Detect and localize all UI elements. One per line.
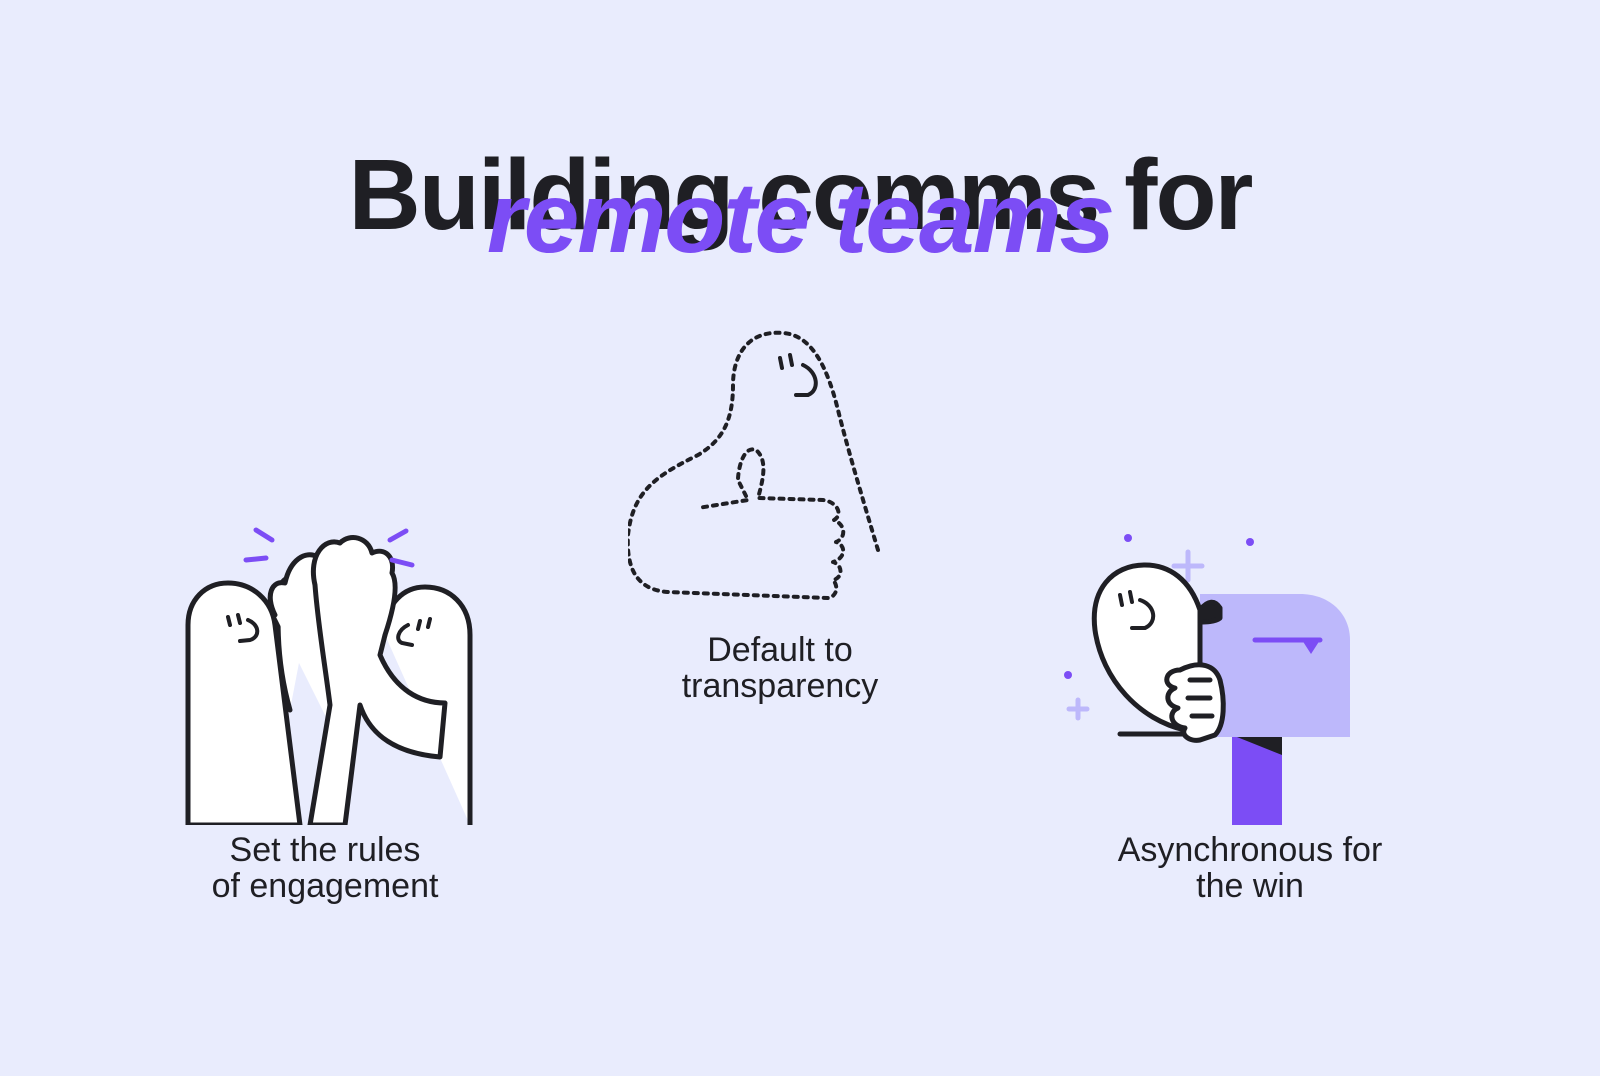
item-caption-line: of engagement	[211, 867, 439, 905]
item-caption-line: transparency	[681, 667, 879, 705]
high-five-icon	[185, 527, 473, 825]
item-caption-async: Asynchronous for the win	[1070, 832, 1430, 904]
item-caption-line: Default to	[707, 631, 853, 669]
item-caption-line: Asynchronous for	[1117, 831, 1383, 869]
mailbox-icon	[1064, 534, 1350, 825]
thumbs-up-dotted-icon	[628, 330, 880, 600]
page-title-accent: remote teams	[486, 162, 1115, 274]
page-title: Building comms for	[348, 139, 1254, 251]
item-caption-line: the win	[1196, 867, 1304, 905]
item-caption-line: Set the rules	[229, 831, 421, 869]
item-caption-transparency: Default to transparency	[610, 632, 950, 704]
item-caption-rules: Set the rules of engagement	[160, 832, 490, 904]
